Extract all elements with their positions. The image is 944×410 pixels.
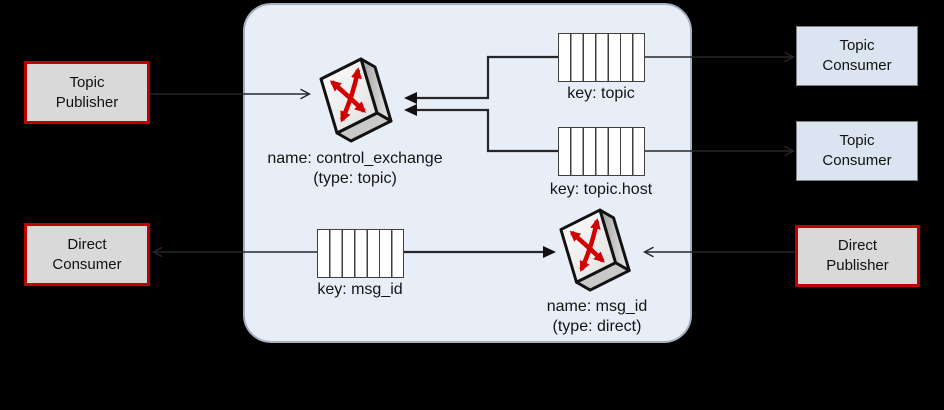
- direct-consumer-box: Direct Consumer: [24, 223, 150, 286]
- queue-key-msg-id-label: key: msg_id: [317, 281, 403, 298]
- msg-id-exchange-type: (type: direct): [552, 318, 642, 335]
- queue-key-topic-label: key: topic: [567, 85, 635, 102]
- control-exchange-name: name: control_exchange: [267, 150, 443, 167]
- queue-key-topic-host-label: key: topic.host: [549, 181, 653, 198]
- queue-key-msg-id: [317, 229, 404, 278]
- direct-consumer-label: Direct Consumer: [52, 235, 122, 273]
- queue-key-topic-host: [558, 127, 645, 176]
- topic-consumer-box-2: Topic Consumer: [796, 121, 918, 181]
- msg-id-exchange-label: name: msg_id (type: direct): [487, 297, 707, 337]
- topic-consumer-2-label: Topic Consumer: [822, 132, 892, 169]
- direct-exchange-icon: [557, 206, 637, 298]
- control-exchange-label: name: control_exchange (type: topic): [245, 149, 465, 189]
- topic-publisher-box: Topic Publisher: [24, 61, 150, 124]
- msg-id-exchange-name: name: msg_id: [546, 298, 648, 315]
- topic-consumer-box-1: Topic Consumer: [796, 26, 918, 86]
- topic-consumer-1-label: Topic Consumer: [822, 37, 892, 74]
- direct-publisher-label: Direct Publisher: [826, 237, 889, 274]
- control-exchange-type: (type: topic): [313, 170, 397, 187]
- queue-key-topic: [558, 33, 645, 82]
- topic-exchange-icon: [317, 55, 399, 149]
- topic-publisher-label: Topic Publisher: [55, 73, 119, 111]
- direct-publisher-box: Direct Publisher: [795, 225, 920, 287]
